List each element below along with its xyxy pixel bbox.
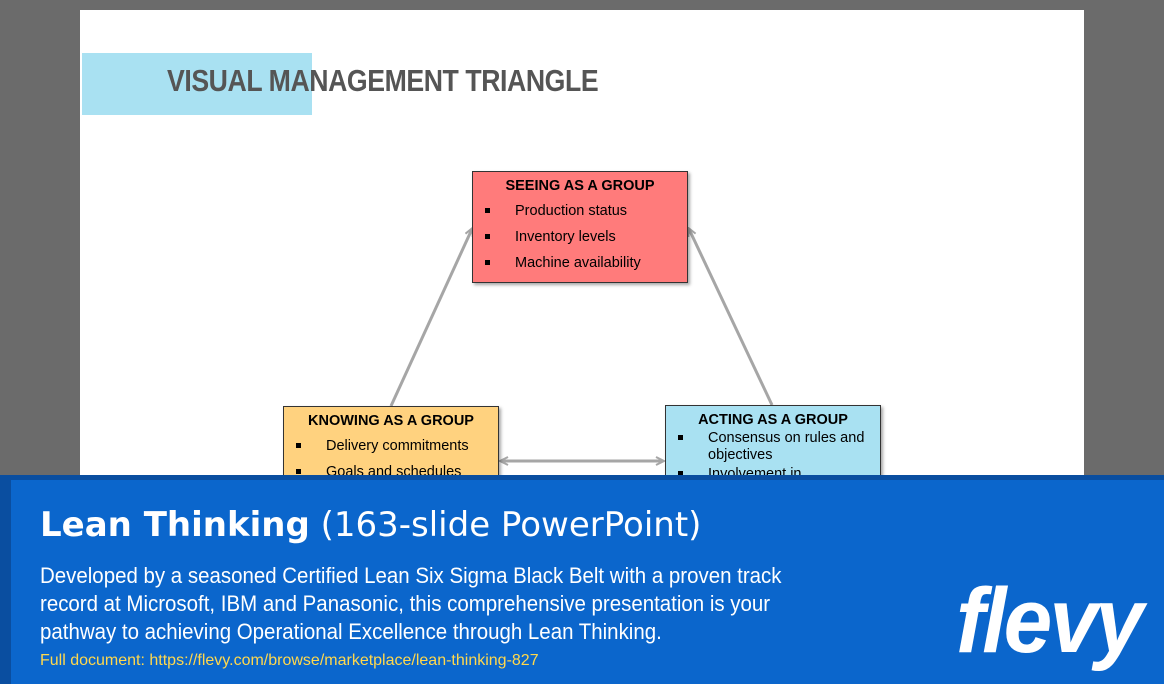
bullet-icon bbox=[678, 471, 683, 476]
banner-title-subtitle: (163-slide PowerPoint) bbox=[320, 505, 702, 545]
list-item-text: Inventory levels bbox=[515, 229, 616, 245]
list-item: Consensus on rules and objectives bbox=[666, 430, 880, 464]
flevy-logo[interactable]: flevy bbox=[956, 570, 1144, 672]
bullet-icon bbox=[485, 260, 490, 265]
box-title: SEEING AS A GROUP bbox=[505, 178, 655, 194]
list-item-text: Delivery commitments bbox=[326, 438, 469, 454]
promo-banner: Lean Thinking (163-slide PowerPoint) Dev… bbox=[0, 475, 1164, 684]
bullet-icon bbox=[296, 469, 301, 474]
list-item-text: Consensus on rules and objectives bbox=[708, 430, 865, 463]
title-accent-bar bbox=[82, 53, 312, 115]
acting-as-a-group-box: ACTING AS A GROUP Consensus on rules and… bbox=[665, 405, 881, 480]
seeing-as-a-group-box: SEEING AS A GROUP Production status Inve… bbox=[472, 171, 688, 283]
slide-title: VISUAL MANAGEMENT TRIANGLE bbox=[167, 63, 599, 98]
list-item-text: Production status bbox=[515, 203, 628, 219]
list-item-text: Machine availability bbox=[515, 255, 641, 271]
list-item: Delivery commitments bbox=[284, 438, 498, 455]
bullet-icon bbox=[485, 208, 490, 213]
banner-title-bold: Lean Thinking bbox=[40, 505, 310, 545]
slide: VISUAL MANAGEMENT TRIANGLE SEEING AS A G… bbox=[80, 10, 1084, 480]
promo-banner-panel: Lean Thinking (163-slide PowerPoint) Dev… bbox=[11, 480, 1164, 684]
list-item: Production status bbox=[473, 203, 687, 220]
banner-title: Lean Thinking (163-slide PowerPoint) bbox=[40, 505, 701, 545]
knowing-as-a-group-box: KNOWING AS A GROUP Delivery commitments … bbox=[283, 406, 499, 480]
list-item: Inventory levels bbox=[473, 229, 687, 246]
bullet-icon bbox=[296, 443, 301, 448]
list-item: Machine availability bbox=[473, 255, 687, 272]
full-document-link[interactable]: Full document: https://flevy.com/browse/… bbox=[40, 652, 539, 669]
bullet-icon bbox=[485, 234, 490, 239]
bullet-icon bbox=[678, 435, 683, 440]
banner-description: Developed by a seasoned Certified Lean S… bbox=[40, 563, 782, 644]
box-title: ACTING AS A GROUP bbox=[698, 412, 848, 428]
arrow-knowing-to-seeing bbox=[389, 229, 472, 407]
arrow-acting-to-seeing bbox=[689, 229, 774, 406]
connector-arrows bbox=[389, 10, 774, 480]
box-title: KNOWING AS A GROUP bbox=[308, 413, 474, 429]
